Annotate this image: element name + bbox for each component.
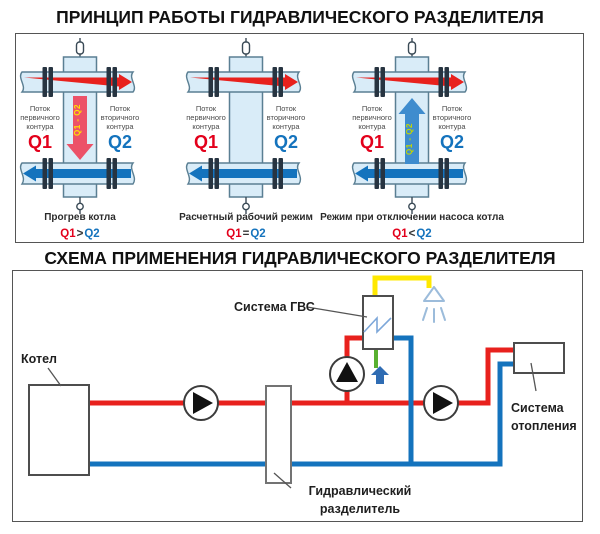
flow-equation: Q1>Q2: [60, 228, 100, 240]
air-vent-icon: [75, 38, 85, 57]
piping-scheme: [28, 275, 565, 489]
panel-pump-off-mode: Поток первичного контура Поток вторичног…: [320, 34, 504, 242]
flow-equation: Q1<Q2: [392, 228, 432, 240]
heating-system-label: Система отопления: [511, 401, 577, 433]
heating-pointer-line: [530, 362, 537, 392]
dhw-system-label: Система ГВС: [234, 300, 315, 314]
pump-icon: [183, 385, 219, 421]
separator-diagram: [185, 38, 302, 214]
return-pipe: [89, 361, 514, 467]
panel-caption: Режим при отключении насоса котла: [320, 212, 504, 223]
drain-valve-icon: [408, 197, 416, 214]
separator-pointer-line: [273, 472, 292, 489]
hydraulic-separator-label: Гидравлический разделитель: [308, 484, 412, 516]
dhw-outlet-pipe: [372, 275, 432, 297]
primary-flow-label: Поток первичного контура: [352, 104, 392, 131]
separator-diagram: [351, 38, 468, 214]
primary-flow-label: Поток первичного контура: [186, 104, 226, 131]
drain-valve-icon: [76, 197, 84, 214]
application-scheme-frame: Котел Система ГВС Система отопления Гидр…: [12, 270, 583, 522]
separator-diagram: [19, 38, 136, 214]
flange-icons: [42, 67, 117, 189]
dhw-return-riser: [393, 335, 414, 464]
panel-caption: Прогрев котла: [44, 212, 116, 223]
q1-value: Q1: [359, 132, 384, 152]
internal-up-arrow: [398, 98, 426, 164]
flow-equation: Q1=Q2: [226, 228, 266, 240]
flange-icons: [208, 67, 283, 189]
dhw-pointer-line: [306, 306, 368, 318]
dhw-tank-icon: [362, 295, 394, 350]
scheme-title: СХЕМА ПРИМЕНЕНИЯ ГИДРАВЛИЧЕСКОГО РАЗДЕЛИ…: [44, 248, 556, 268]
primary-flow-label: Поток первичного контура: [20, 104, 60, 131]
boiler-box: [28, 384, 90, 476]
q1-value: Q1: [193, 132, 218, 152]
flange-icons: [374, 67, 449, 189]
arrow-flow-label: Q1 - Q2: [73, 104, 82, 136]
panel-boiler-warmup: Поток первичного контура Поток вторичног…: [0, 34, 163, 242]
cold-water-arrow-icon: [371, 366, 389, 384]
air-vent-icon: [407, 38, 417, 57]
shower-icon: [422, 286, 446, 323]
principle-diagram-frame: Поток первичного контура Поток вторичног…: [15, 33, 584, 243]
arrow-flow-label: Q1 - Q2: [405, 123, 414, 155]
pump-icon: [329, 356, 365, 392]
pump-icon: [423, 385, 459, 421]
boiler-label: Котел: [21, 352, 57, 366]
panel-caption: Расчетный рабочий режим: [179, 212, 313, 223]
secondary-flow-label: Поток вторичного контура: [432, 104, 472, 131]
q2-value: Q2: [107, 132, 132, 152]
air-vent-icon: [241, 38, 251, 57]
drain-valve-icon: [242, 197, 250, 214]
q2-value: Q2: [439, 132, 464, 152]
page-title: ПРИНЦИП РАБОТЫ ГИДРАВЛИЧЕСКОГО РАЗДЕЛИТЕ…: [56, 7, 544, 27]
boiler-pointer-line: [47, 367, 62, 387]
panel-design-mode: Поток первичного контура Поток вторичног…: [163, 34, 329, 242]
internal-down-arrow: [66, 96, 94, 160]
q2-value: Q2: [273, 132, 298, 152]
q1-value: Q1: [27, 132, 52, 152]
secondary-flow-label: Поток вторичного контура: [266, 104, 306, 131]
hydraulic-separator-box: [265, 385, 292, 484]
heating-system-box: [513, 342, 565, 374]
secondary-flow-label: Поток вторичного контура: [100, 104, 140, 131]
